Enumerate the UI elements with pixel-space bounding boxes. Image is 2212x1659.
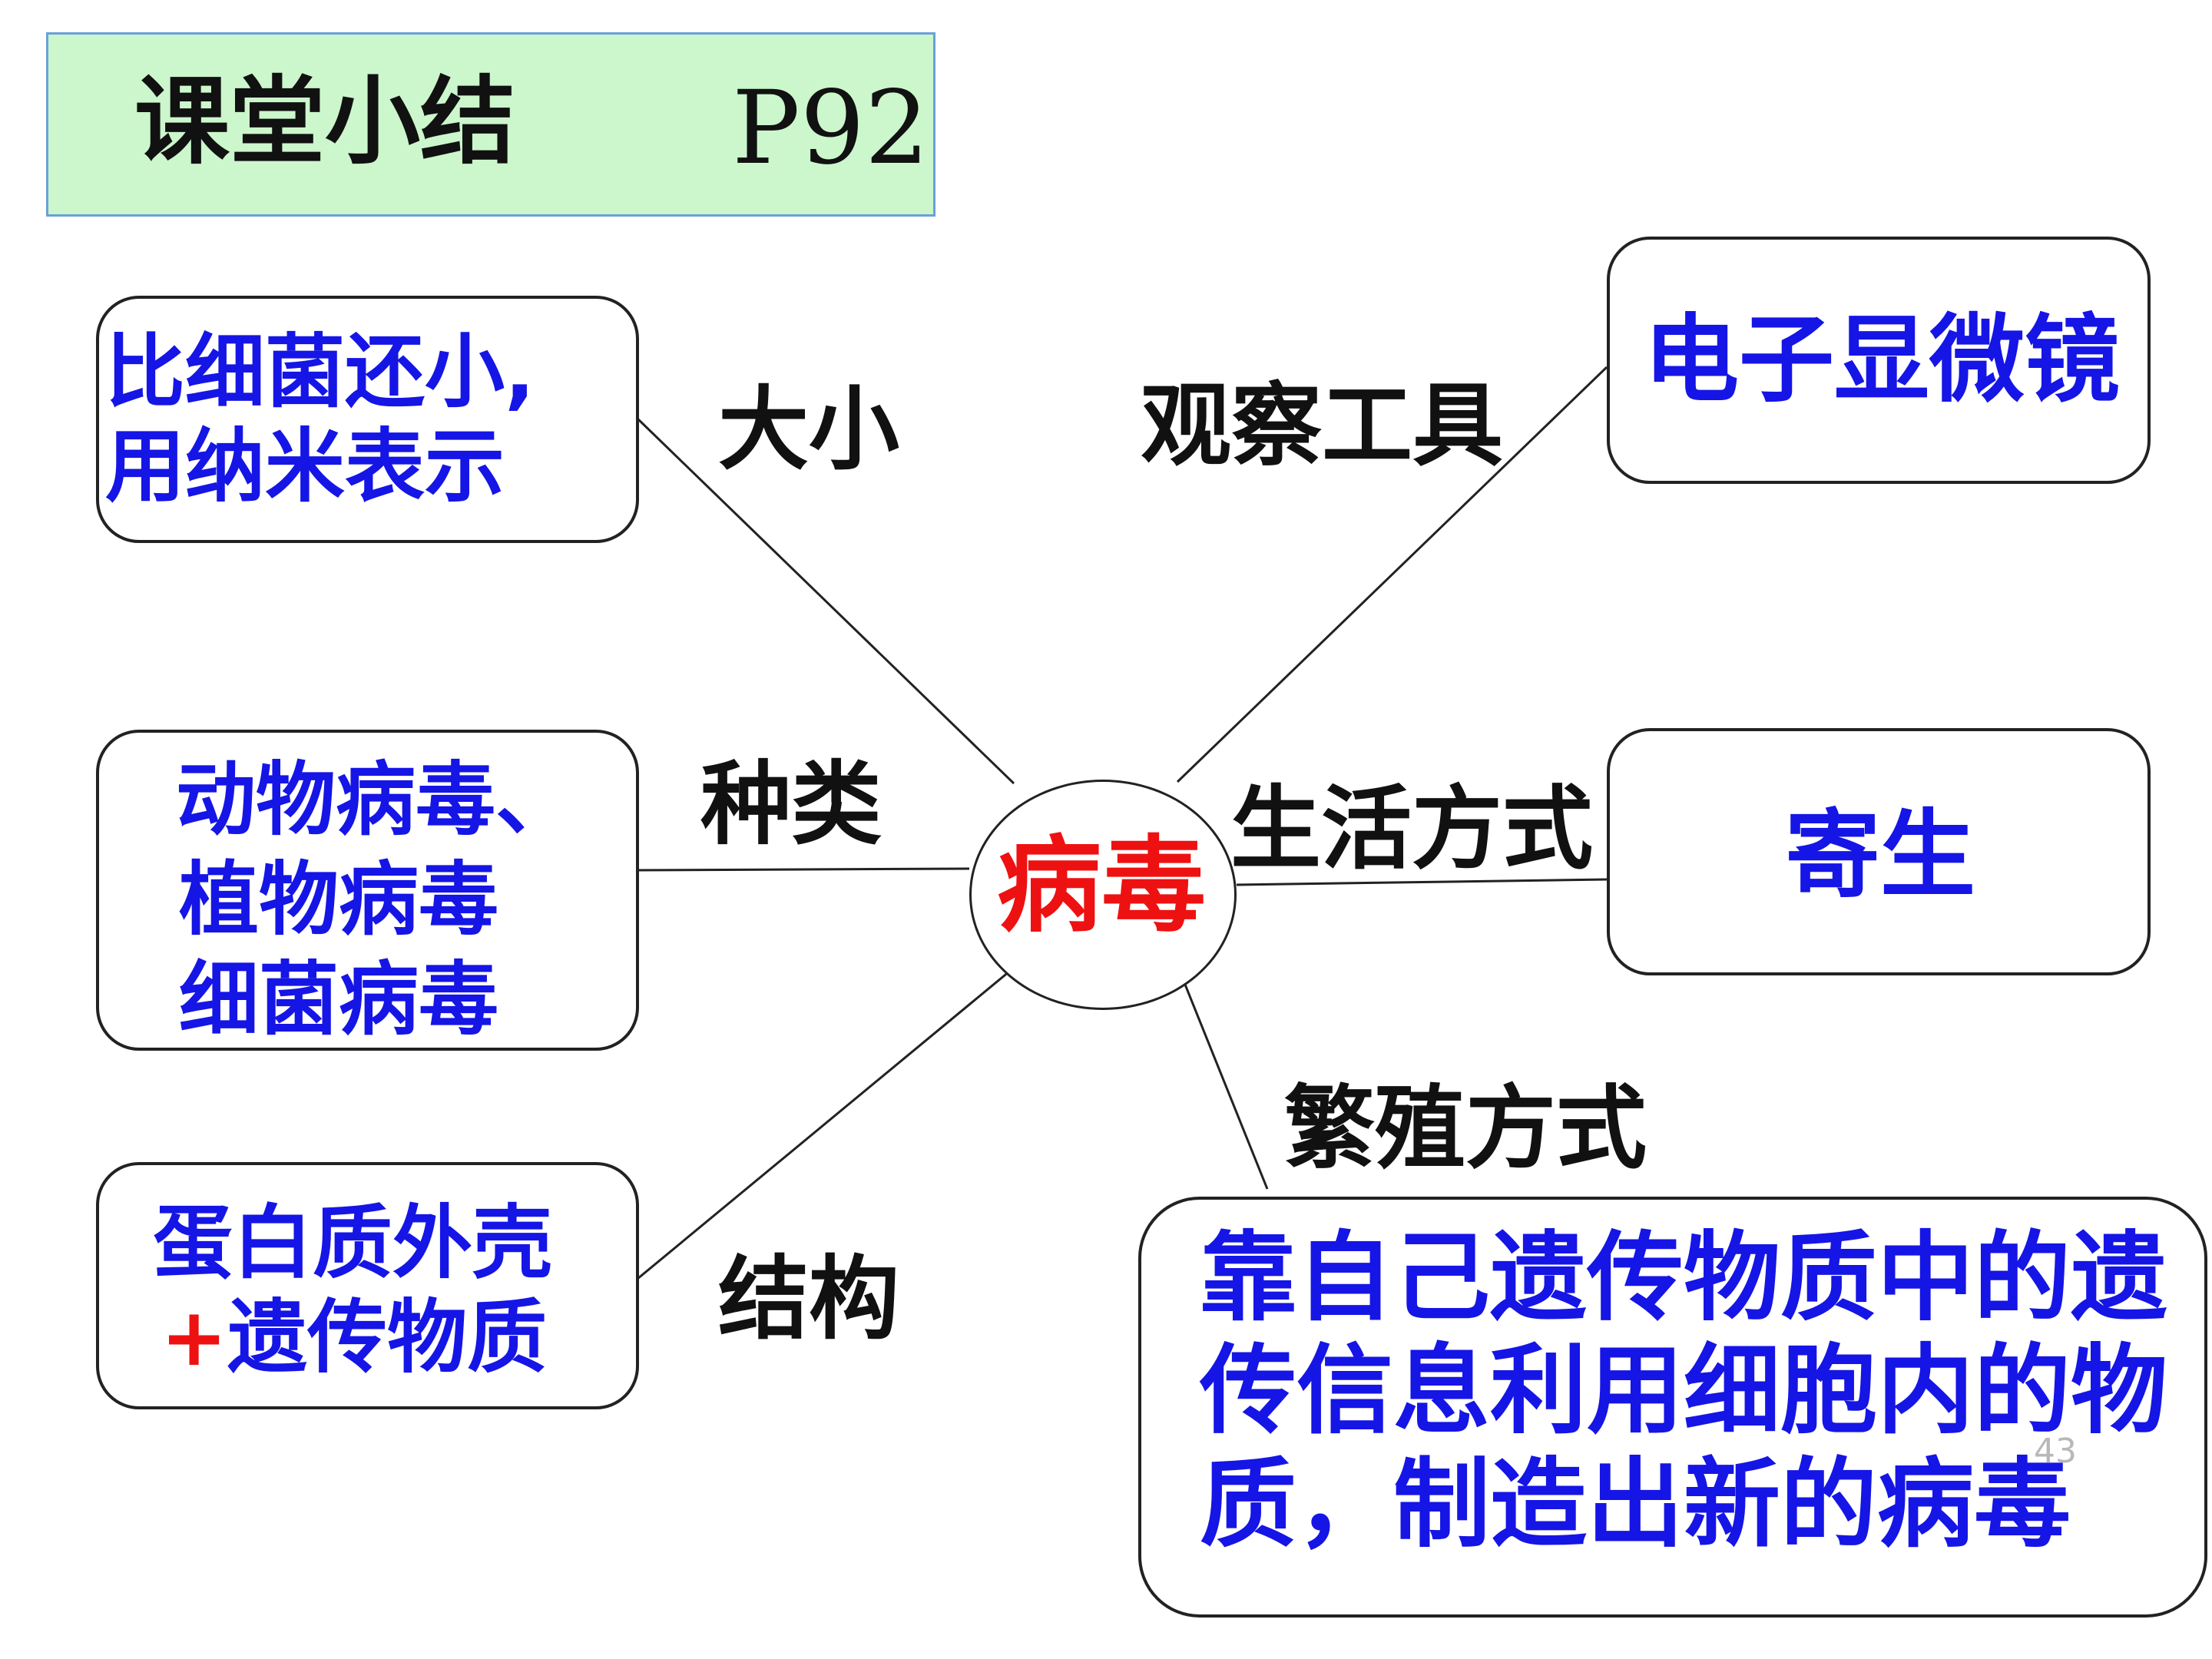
title-box: 课堂小结 P92 <box>46 32 935 217</box>
reproduction-answer-line-1: 靠自己遗传物质中的遗 <box>1200 1221 2167 1334</box>
center-circle <box>969 780 1237 1010</box>
size-answer-box: 比细菌还小, 用纳米表示 <box>96 296 639 543</box>
size-answer-text: 比细菌还小, 用纳米表示 <box>105 325 535 513</box>
connector-tool <box>1176 366 1608 783</box>
title-page-number: P92 <box>732 69 929 187</box>
structure-answer-line-2-text: 遗传物质 <box>227 1290 548 1384</box>
types-answer-line-1: 动物病毒、 <box>176 753 576 846</box>
types-answer-line-3: 细菌病毒 <box>179 952 499 1046</box>
reproduction-answer-box: 靠自己遗传物质中的遗 传信息利用细胞内的物 质，制造出新的病毒 <box>1138 1197 2207 1618</box>
structure-answer-line-2: +遗传物质 <box>161 1290 552 1385</box>
reproduction-answer-line-2: 传信息利用细胞内的物 <box>1200 1334 2167 1448</box>
branch-label-reproduction: 繁殖方式 <box>1284 1075 1647 1181</box>
structure-answer-box: 蛋白质外壳 +遗传物质 <box>96 1162 639 1409</box>
size-answer-line-2: 用纳米表示 <box>105 419 505 513</box>
center-label: 病毒 <box>997 826 1206 947</box>
branch-label-size: 大小 <box>718 376 900 482</box>
types-answer-box: 动物病毒、 植物病毒 细菌病毒 <box>96 730 639 1051</box>
reproduction-answer-text: 靠自己遗传物质中的遗 传信息利用细胞内的物 质，制造出新的病毒 <box>1200 1221 2167 1561</box>
types-answer-line-2: 植物病毒 <box>179 853 499 946</box>
structure-plus-sign: + <box>161 1290 228 1384</box>
branch-label-structure: 结构 <box>718 1246 900 1352</box>
connector-types <box>637 867 970 872</box>
types-answer-text: 动物病毒、 植物病毒 细菌病毒 <box>176 750 575 1049</box>
branch-label-types: 种类 <box>700 751 882 857</box>
tool-answer-text: 电子显微镜 <box>1644 305 2121 416</box>
tool-answer-box: 电子显微镜 <box>1607 237 2151 484</box>
structure-answer-text: 蛋白质外壳 +遗传物质 <box>153 1196 552 1384</box>
branch-label-tool: 观察工具 <box>1141 373 1504 478</box>
size-answer-line-1: 比细菌还小, <box>105 325 535 419</box>
lifestyle-answer-box: 寄生 <box>1607 728 2151 975</box>
slide-number: 43 <box>2034 1432 2077 1471</box>
connector-structure <box>637 966 1015 1280</box>
connector-reproduction <box>1177 969 1269 1190</box>
lifestyle-answer-text: 寄生 <box>1785 800 1976 911</box>
connector-size <box>636 417 1015 785</box>
title-text: 课堂小结 <box>134 67 516 177</box>
structure-answer-line-1: 蛋白质外壳 <box>153 1196 553 1290</box>
reproduction-answer-line-3: 质，制造出新的病毒 <box>1200 1447 2071 1561</box>
branch-label-lifestyle: 生活方式 <box>1230 776 1594 882</box>
connector-lifestyle <box>1236 878 1608 886</box>
